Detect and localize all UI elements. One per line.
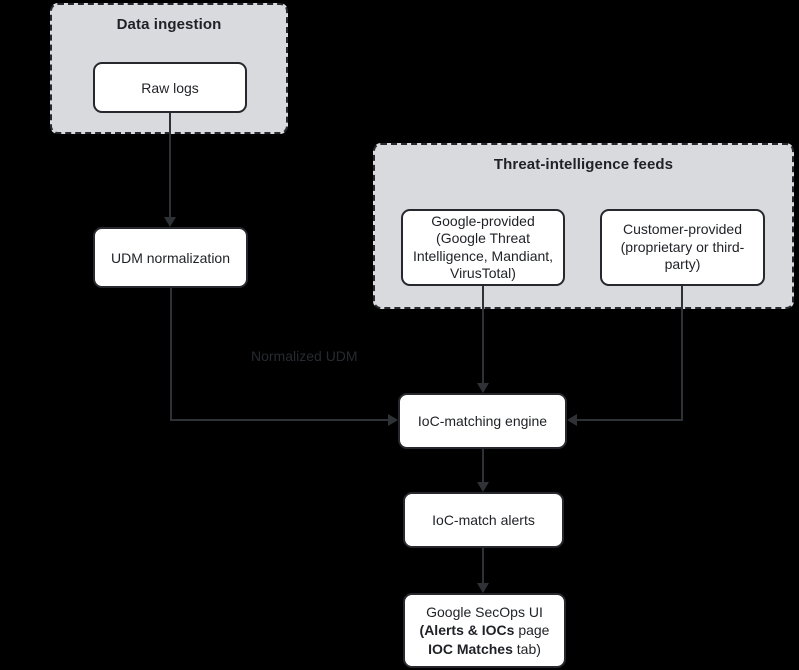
node-google-provided-line-3: Intelligence, Mandiant, [412,247,554,264]
node-google-provided-line-4: VirusTotal) [450,265,516,281]
node-udm-normalization: UDM normalization [93,227,248,288]
node-secops-ui-line-3: IOC Matches tab) [420,640,550,659]
secops-alerts-iocs-bold: Alerts & IOCs [424,622,515,639]
node-ioc-matching-engine: IoC-matching engine [398,393,567,449]
edge-udm-to-ioc-engine-arrowhead [388,414,398,426]
node-customer-provided-line-1: Customer-provided [622,221,743,238]
node-google-provided-line-1: Google-provided [431,212,535,229]
node-customer-provided-feed: Customer-provided (proprietary or third-… [600,209,765,286]
node-ioc-match-alerts-label: IoC-match alerts [432,512,535,528]
node-customer-provided-line-3: party) [664,256,701,273]
secops-paren: ( [419,622,425,639]
node-secops-ui-line-1: Google SecOps UI [426,603,543,620]
edge-alerts-to-secops-ui-arrowhead [477,583,489,593]
data-ingestion-group-title: Data ingestion [116,16,222,33]
node-google-provided-feed: Google-provided (Google Threat Intellige… [401,209,565,286]
edge-google-feed-to-ioc-engine-arrowhead [477,383,489,393]
edge-raw-logs-to-udm-arrowhead [164,217,176,227]
node-google-secops-ui: Google SecOps UI (Alerts & IOCs page IOC… [403,593,566,668]
threat-intelligence-feeds-group-title: Threat-intelligence feeds [493,156,674,173]
secops-ioc-matches-bold: IOC Matches [428,640,513,657]
node-ioc-matching-engine-label: IoC-matching engine [417,413,548,429]
node-raw-logs: Raw logs [93,62,247,113]
edge-ioc-engine-to-alerts-arrowhead [477,482,489,492]
node-udm-normalization-label: UDM normalization [110,249,231,266]
node-raw-logs-label: Raw logs [141,79,199,96]
node-google-provided-line-2: (Google Threat [436,230,530,246]
edge-label-normalized-udm: Normalized UDM [251,348,358,364]
secops-tab-text: tab) [512,640,541,657]
node-ioc-match-alerts: IoC-match alerts [403,492,564,548]
edge-customer-feed-to-ioc-engine-arrowhead [567,414,577,426]
node-customer-provided-line-2: (proprietary or third- [620,238,745,255]
node-secops-ui-line-2: (Alerts & IOCs page [420,621,550,640]
secops-page-text: page [514,622,550,639]
